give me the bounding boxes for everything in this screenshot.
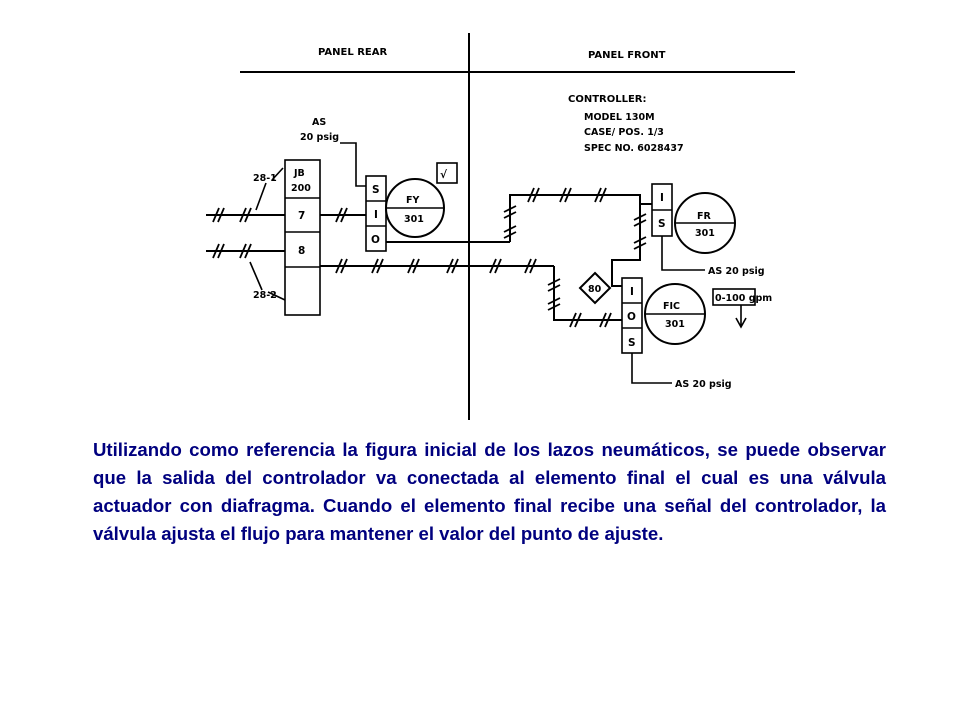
fic-number: 301 [665,319,685,330]
junction-box: JB 200 7 8 [284,159,321,316]
fr-301-instrument: I S FR 301 AS 20 psig [651,183,765,277]
fy-port-s: S [372,184,380,196]
fy-port-i: I [374,209,378,221]
tag-28-2: 28-2 [253,290,277,301]
fic-301-instrument: I O S FIC 301 AS 20 psig 0-100 gpm 80 [578,271,772,390]
fr-tag: FR [697,211,711,222]
pneumatic-hatch-marks [212,187,647,328]
jb-terminal-7: 7 [298,210,305,222]
as-supply-pressure: 20 psig [300,132,339,143]
fic-scale-label: 0-100 gpm [715,293,772,304]
panel-rear-label: PANEL REAR [318,47,387,58]
tag-28-1: 28-1 [253,173,277,184]
controller-info: CONTROLLER: MODEL 130M CASE/ POS. 1/3 SP… [568,94,684,154]
fy-check-mark: √ [440,169,448,181]
controller-info-line: SPEC NO. 6028437 [584,143,684,154]
pneumatic-signal-lines [206,194,652,321]
controller-info-line: MODEL 130M [584,112,655,123]
fr-port-s: S [658,218,666,230]
fr-supply-line [661,236,705,271]
fr-number: 301 [695,228,715,239]
fy-port-o: O [371,234,380,246]
controller-info-line: CASE/ POS. 1/3 [584,127,664,138]
interlock-number: 80 [588,284,602,295]
fr-supply-label: AS 20 psig [708,266,765,277]
fic-port-o: O [627,311,636,323]
fic-scale-arrow [735,305,747,329]
controller-info-line: CONTROLLER: [568,94,647,105]
fy-tag: FY [406,195,419,206]
fic-port-i: I [630,286,634,298]
pneumatic-loop-diagram: PANEL REAR PANEL FRONT CONTROLLER: MODEL… [206,33,795,420]
fy-number: 301 [404,214,424,225]
fic-tag: FIC [663,301,680,312]
panel-front-label: PANEL FRONT [588,50,666,61]
as-supply-line [340,142,366,187]
fr-port-i: I [660,192,664,204]
fic-supply-line [631,353,672,384]
tag-28-2-leader [249,261,286,301]
interlock-diamond [578,271,612,305]
fy-301-instrument: S I O FY 301 √ [365,162,458,252]
jb-terminal-8: 8 [298,245,305,257]
as-supply-label: AS [312,117,326,128]
caption-text: Utilizando como referencia la figura ini… [93,439,886,544]
jb-number: 200 [291,183,311,194]
fic-supply-label: AS 20 psig [675,379,732,390]
fic-port-s: S [628,337,636,349]
tag-28-1-leader [255,167,284,211]
jb-label: JB [293,168,305,179]
